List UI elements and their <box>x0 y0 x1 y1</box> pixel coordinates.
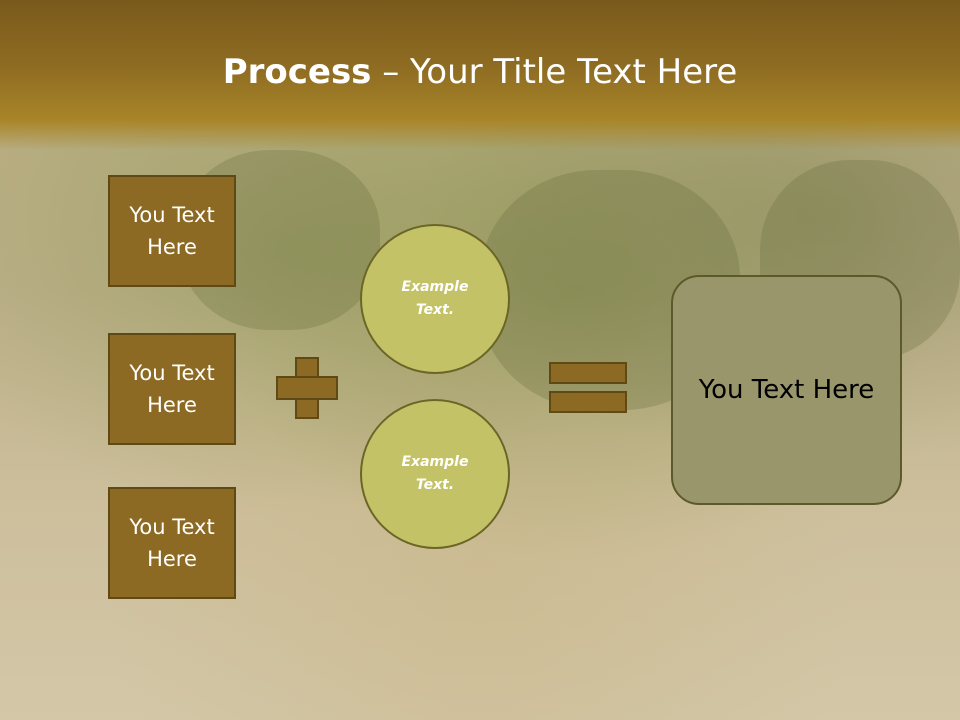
slide-title: Process – Your Title Text Here <box>0 52 960 92</box>
example-circle-1: Example Text. <box>360 224 510 374</box>
equals-bottom-bar <box>549 391 627 413</box>
equals-top-bar <box>549 362 627 384</box>
example-circle-2: Example Text. <box>360 399 510 549</box>
title-bar <box>0 0 960 150</box>
result-box: You Text Here <box>671 275 902 505</box>
plus-center <box>297 378 317 398</box>
input-box-1: You Text Here <box>108 175 236 287</box>
title-bold: Process <box>222 52 372 92</box>
title-rest: – Your Title Text Here <box>371 52 738 92</box>
input-box-3: You Text Here <box>108 487 236 599</box>
input-box-2: You Text Here <box>108 333 236 445</box>
